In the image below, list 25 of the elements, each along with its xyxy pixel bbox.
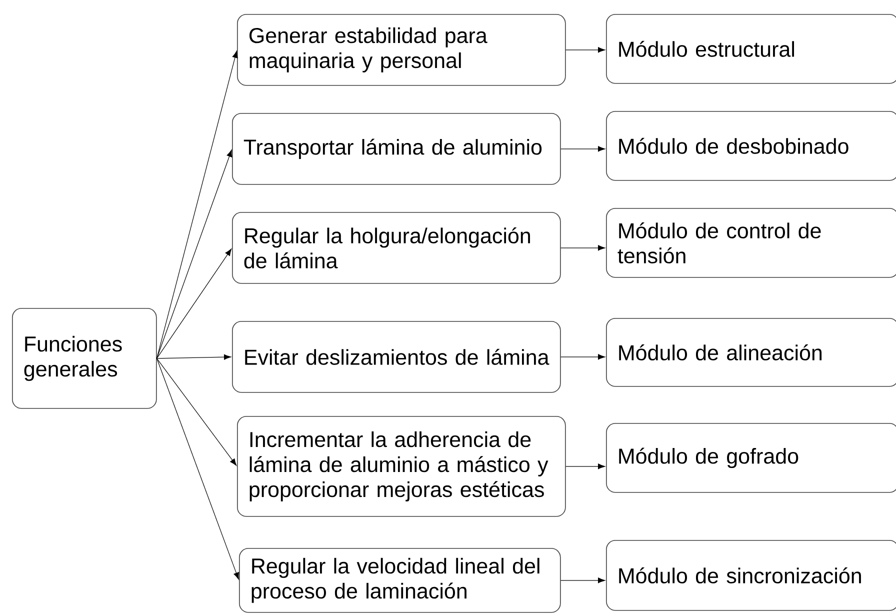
root-box: Funciones generales [12,308,157,409]
arrow [156,248,232,359]
arrow [566,47,606,53]
function-box: Incrementar la adherencia de lámina de aluminio a mástico y proporcionar mejoras estéticas [237,416,566,517]
arrow [560,578,606,584]
arrow [566,464,606,470]
arrow [156,50,238,359]
arrow [156,358,239,580]
module-box: Módulo de control de tensión [606,208,896,278]
module-box: Módulo de desbobinado [606,111,896,181]
function-box: Regular la velocidad lineal del proceso de laminación [239,548,561,613]
module-box: Módulo de gofrado [606,423,896,493]
function-box: Regular la holgura/elongación de lámina [232,212,561,284]
arrow [560,354,606,360]
module-box: Módulo estructural [606,14,896,84]
arrow [156,354,232,360]
arrow [156,358,237,466]
module-box: Módulo de sincronización [606,540,896,611]
arrow [560,146,606,152]
module-box: Módulo de alineación [606,318,896,387]
arrow [560,245,606,251]
function-box: Generar estabilidad para maquinaria y personal [237,14,566,86]
function-box: Transportar lámina de aluminio [232,113,561,185]
function-box: Evitar deslizamientos de lámina [232,321,561,393]
arrow [156,150,232,359]
